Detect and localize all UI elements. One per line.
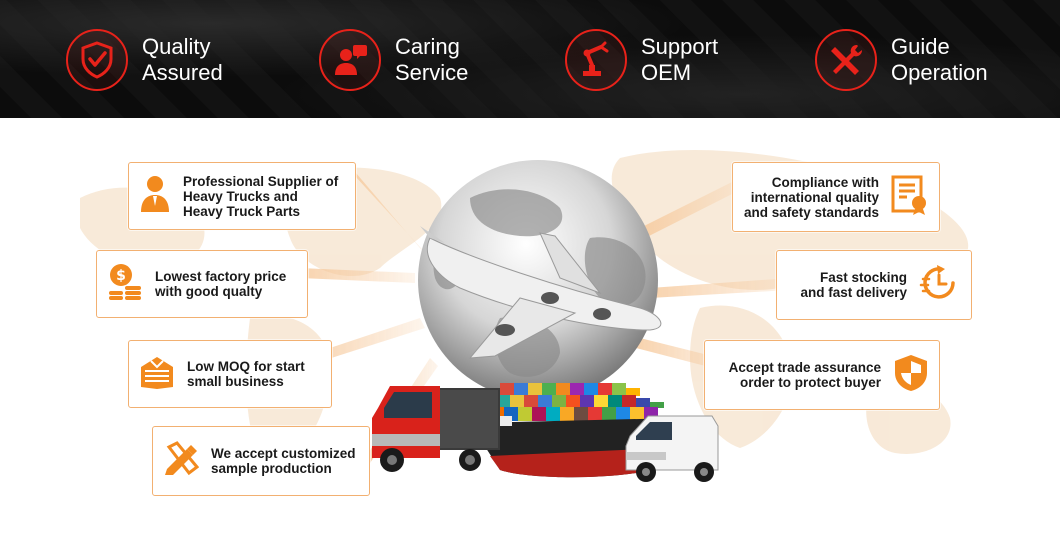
red-truck (372, 386, 500, 472)
box-line: with good qualty (155, 284, 263, 299)
box-line: Fast stocking (819, 270, 907, 285)
feature-line2: Service (395, 60, 469, 85)
box-line: international quality (750, 189, 879, 205)
box-line: small business (187, 374, 284, 389)
customer-service-icon (319, 29, 381, 91)
feature-line1: Support (641, 34, 719, 59)
boxes-icon (139, 353, 175, 396)
box-line: and fast delivery (800, 285, 907, 300)
feature-box-compliance: Compliance with international quality an… (732, 162, 940, 232)
feature-box-trade-assurance: Accept trade assurance order to protect … (704, 340, 940, 410)
robot-arm-icon (565, 29, 627, 91)
box-line: We accept customized (211, 446, 356, 461)
feature-quality-assured: Quality Assured (66, 28, 223, 92)
feature-box-fast-delivery: Fast stocking and fast delivery (776, 250, 972, 320)
feature-box-lowest-price: $ Lowest factory price with good qualty (96, 250, 308, 318)
feature-line2: Operation (891, 60, 988, 85)
feature-caring-service: Caring Service (319, 28, 468, 92)
logistics-illustration: Professional Supplier of Heavy Trucks an… (0, 118, 1060, 544)
pencil-ruler-icon (163, 440, 200, 482)
box-line: Low MOQ for start (187, 359, 305, 374)
box-line: Accept trade assurance (728, 360, 881, 375)
coins-icon: $ (107, 262, 143, 307)
box-line: Professional Supplier of (183, 173, 339, 189)
feature-box-low-moq: Low MOQ for start small business (128, 340, 332, 408)
box-line: and safety standards (743, 204, 879, 220)
shield-trade-icon (893, 353, 929, 398)
feature-line1: Caring (395, 34, 460, 59)
feature-box-professional-supplier: Professional Supplier of Heavy Trucks an… (128, 162, 356, 230)
feature-line1: Guide (891, 34, 950, 59)
box-line: Compliance with (771, 174, 879, 190)
tools-icon (815, 29, 877, 91)
feature-line2: OEM (641, 60, 692, 85)
box-line: Heavy Trucks and (183, 188, 298, 204)
feature-line2: Assured (142, 60, 223, 85)
svg-text:$: $ (116, 268, 126, 284)
feature-support-oem: Support OEM (565, 28, 718, 92)
feature-line1: Quality (142, 34, 211, 59)
shield-check-icon (66, 29, 128, 91)
box-line: Lowest factory price (155, 269, 287, 284)
box-line: Heavy Truck Parts (183, 203, 301, 219)
clock-arrow-icon (919, 263, 961, 308)
certificate-icon (891, 175, 929, 220)
box-line: order to protect buyer (739, 375, 881, 390)
feature-banner: Quality Assured Caring Service (0, 0, 1060, 118)
feature-box-customized-sample: We accept customized sample production (152, 426, 370, 496)
feature-guide-operation: Guide Operation (815, 28, 988, 92)
person-icon (139, 174, 171, 219)
airplane (420, 226, 662, 359)
white-van (625, 415, 719, 482)
box-line: sample production (211, 461, 332, 476)
